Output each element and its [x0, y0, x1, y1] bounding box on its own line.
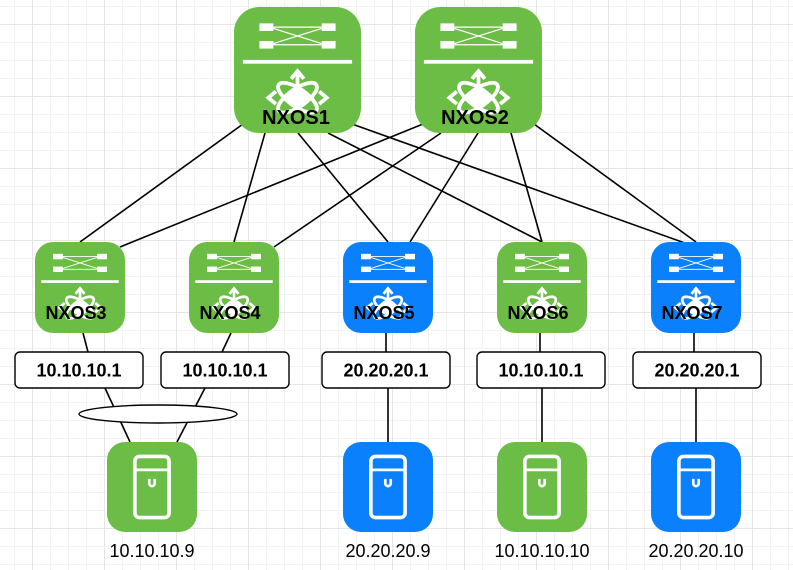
- link-nxos1-nxos6[interactable]: [327, 132, 543, 243]
- switch-label: NXOS1: [262, 107, 330, 129]
- host-label: 10.10.10.10: [494, 541, 589, 561]
- host-20-20-20-10[interactable]: 20.20.20.10: [648, 442, 744, 561]
- host-label: 20.20.20.9: [345, 541, 430, 561]
- gateway-ip: 10.10.10.1: [182, 361, 267, 381]
- host-label: 20.20.20.10: [648, 541, 743, 561]
- gateway-box-border: [14, 351, 144, 389]
- switch-label: NXOS4: [199, 303, 260, 323]
- gateway-box-border: [476, 351, 606, 389]
- link-nxos1-nxos3[interactable]: [79, 123, 244, 243]
- switch-nxos5[interactable]: NXOS5: [343, 242, 433, 333]
- gateway-ip: 10.10.10.1: [498, 361, 583, 381]
- switch-nxos6[interactable]: NXOS6: [497, 242, 587, 333]
- gateway-box-nxos6[interactable]: 10.10.10.1: [476, 351, 606, 389]
- switch-nxos7[interactable]: NXOS7: [651, 242, 741, 333]
- link-nxos1-nxos4[interactable]: [233, 132, 266, 243]
- switch-nxos4[interactable]: NXOS4: [189, 242, 279, 333]
- gateway-box-border: [321, 351, 451, 389]
- host-20-20-20-9[interactable]: 20.20.20.9: [343, 442, 433, 561]
- link-nxos2-nxos4[interactable]: [273, 132, 442, 248]
- gateway-box-border: [160, 351, 290, 389]
- switch-nxos2[interactable]: NXOS2: [415, 7, 542, 133]
- gateway-box-nxos7[interactable]: 20.20.20.1: [632, 351, 762, 389]
- switch-label: NXOS7: [661, 303, 722, 323]
- link-nxos1-nxos5[interactable]: [297, 132, 389, 243]
- link-nxos2-nxos6[interactable]: [510, 132, 543, 243]
- switch-label: NXOS2: [441, 107, 509, 129]
- gateway-box-nxos4[interactable]: 10.10.10.1: [160, 351, 290, 389]
- link-nxos1-nxos7[interactable]: [351, 123, 697, 248]
- link-nxos3-gateway: [82, 332, 89, 353]
- link-nxos4-gateway: [221, 332, 232, 353]
- gateway-ip: 20.20.20.1: [343, 361, 428, 381]
- gateway-ip: 10.10.10.1: [36, 361, 121, 381]
- link-nxos2-nxos5[interactable]: [409, 132, 479, 243]
- switch-label: NXOS5: [353, 303, 414, 323]
- gateway-box-border: [632, 351, 762, 389]
- port-channel-ellipse: [78, 404, 238, 424]
- switch-label: NXOS6: [507, 303, 568, 323]
- switch-label: NXOS3: [45, 303, 106, 323]
- link-nxos2-nxos3[interactable]: [119, 123, 424, 248]
- links-layer: [79, 123, 697, 443]
- host-label: 10.10.10.9: [109, 541, 194, 561]
- port-channel-layer: [78, 404, 238, 424]
- gateway-box-nxos3[interactable]: 10.10.10.1: [14, 351, 144, 389]
- gateway-box-nxos5[interactable]: 20.20.20.1: [321, 351, 451, 389]
- gateway-ip: 20.20.20.1: [654, 361, 739, 381]
- link-nxos2-nxos7[interactable]: [533, 123, 697, 243]
- host-10-10-10-9[interactable]: 10.10.10.9: [107, 442, 197, 561]
- switch-nxos3[interactable]: NXOS3: [35, 242, 125, 333]
- host-10-10-10-10[interactable]: 10.10.10.10: [494, 442, 590, 561]
- switch-nxos1[interactable]: NXOS1: [234, 7, 361, 133]
